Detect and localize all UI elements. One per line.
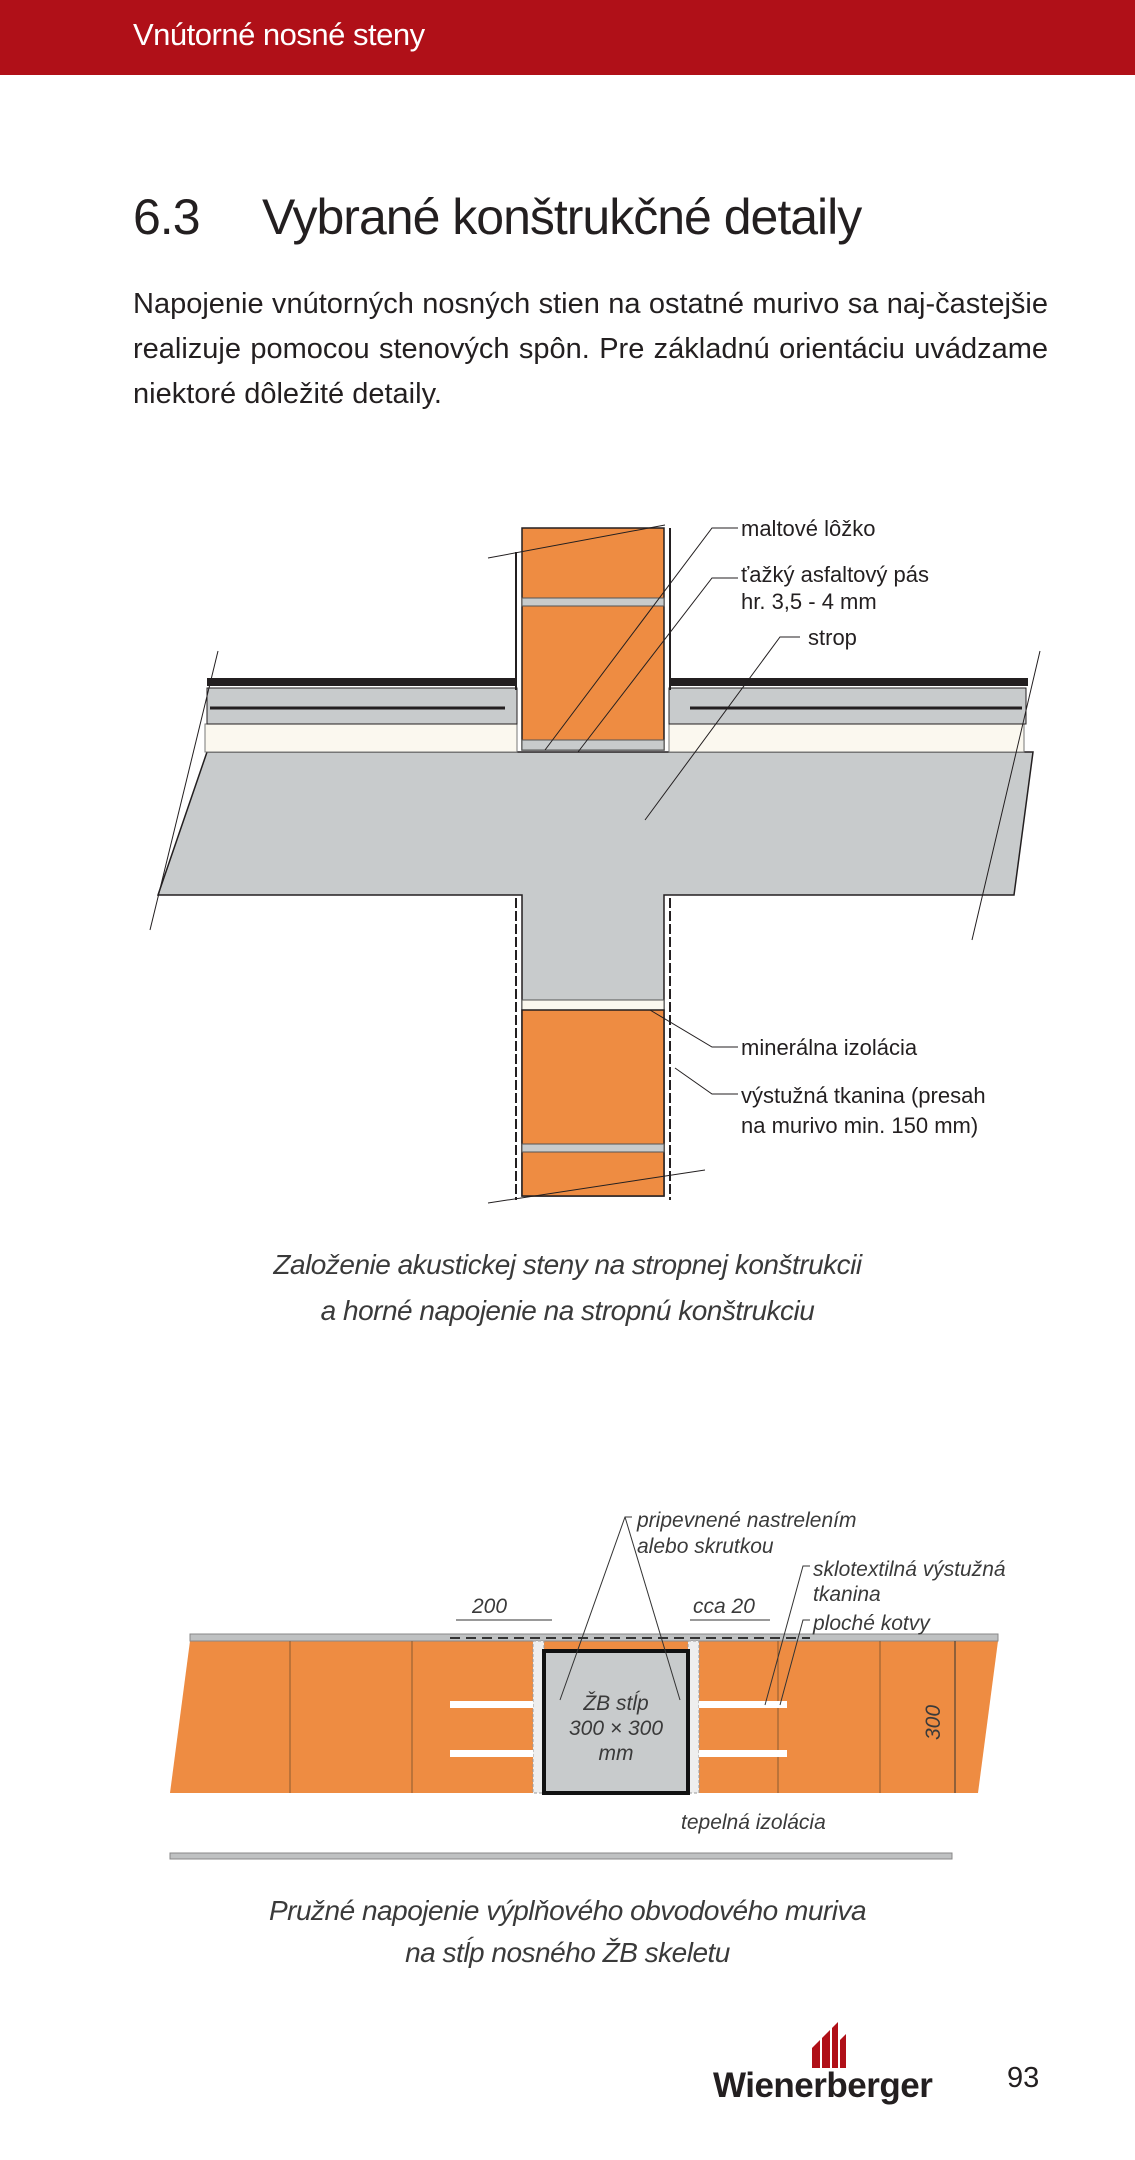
dimension-cca20: cca 20 (693, 1595, 755, 1618)
label-fixed-screw: alebo skrutkou (637, 1535, 774, 1558)
mortar-bed (521, 739, 665, 751)
label-fixed: pripevnené nastrelením (636, 1509, 856, 1532)
label-column-unit: mm (599, 1742, 634, 1765)
label-reinforcing-mesh: výstužná tkanina (presah (741, 1083, 986, 1108)
rc-column (542, 1649, 690, 1795)
floor-finish-right (669, 678, 1028, 686)
thermal-insulation-layer (170, 1793, 978, 1853)
figure-wall-ceiling-detail: maltové lôžko ťažký asfaltový pás hr. 3,… (149, 516, 1041, 1204)
chapter-header-bar: Vnútorné nosné steny (0, 0, 1135, 75)
figure1-caption-line1: Založenie akustickej steny na stropnej k… (273, 1249, 862, 1280)
figure1-caption-line2: a horné napojenie na stropnú konštrukciu (320, 1295, 815, 1326)
label-column: ŽB stĺp (582, 1691, 648, 1715)
label-asphalt-strip: ťažký asfaltový pás (741, 562, 929, 587)
label-thermal-insulation: tepelná izolácia (681, 1811, 826, 1834)
label-glass-mesh-2: tkanina (813, 1583, 881, 1606)
figure-column-connection: pripevnené nastrelením alebo skrutkou sk… (169, 1509, 1006, 1860)
label-mineral-insulation: minerálna izolácia (741, 1035, 918, 1060)
section-title: Vybrané konštrukčné detaily (262, 189, 862, 245)
flat-anchors (450, 1701, 787, 1757)
screed-left (206, 687, 518, 725)
label-mesh-overlap: na murivo min. 150 mm) (741, 1113, 978, 1138)
brand-logo: Wienerberger (713, 2066, 933, 2105)
label-ceiling: strop (808, 625, 857, 650)
section-number: 6.3 (133, 189, 201, 245)
figure2-caption-line1: Pružné napojenie výplňového obvodového m… (268, 1895, 867, 1926)
dimension-200: 200 (471, 1595, 507, 1618)
footstep-insulation-right (668, 723, 1025, 753)
dimension-300: 300 (922, 1705, 945, 1740)
floor-finish-left (207, 678, 517, 686)
intro-paragraph: Napojenie vnútorných nosných stien na os… (133, 288, 1048, 410)
chapter-title: Vnútorné nosné steny (133, 17, 425, 52)
page-number: 93 (1007, 2062, 1040, 2094)
label-glass-mesh: sklotextilná výstužná (813, 1558, 1006, 1581)
label-column-size: 300 × 300 (569, 1717, 663, 1740)
label-asphalt-thickness: hr. 3,5 - 4 mm (741, 589, 877, 614)
label-mortar-bed: maltové lôžko (741, 516, 876, 541)
figure2-caption-line2: na stĺp nosného ŽB skeletu (405, 1937, 730, 1968)
label-flat-anchors: ploché kotvy (812, 1612, 931, 1635)
upper-wall-brick (521, 527, 665, 751)
footstep-insulation-left (204, 723, 518, 753)
lower-wall-brick (521, 1009, 665, 1197)
